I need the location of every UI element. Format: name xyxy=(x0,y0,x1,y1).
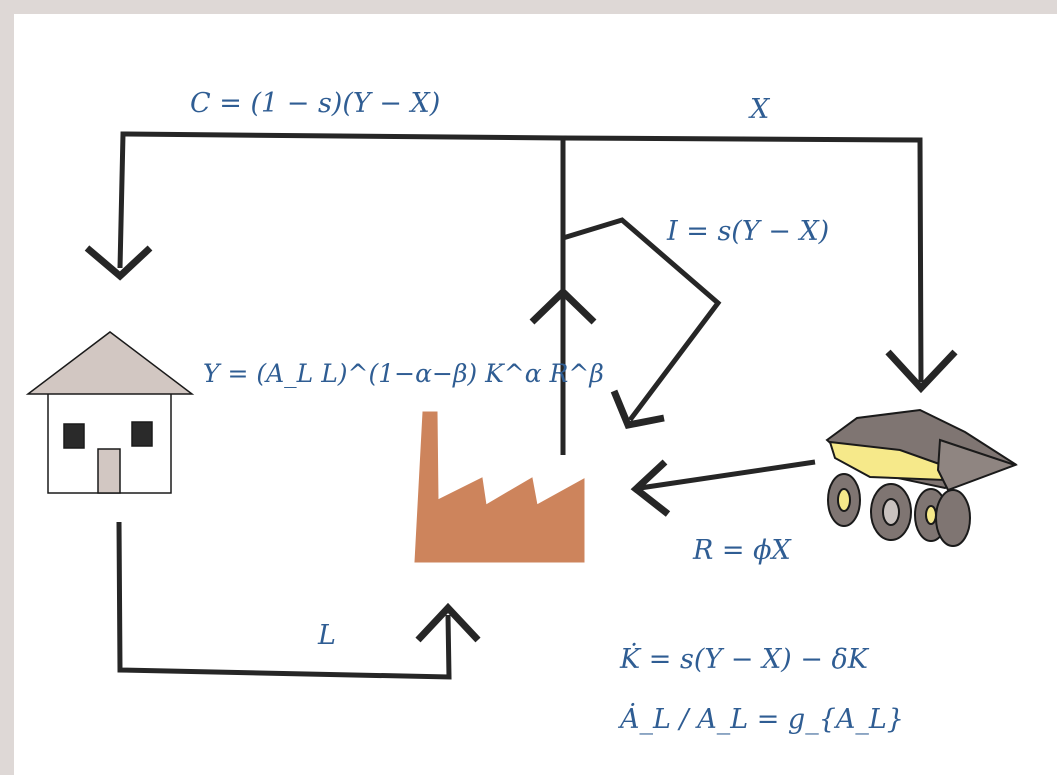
investment-arrowhead xyxy=(610,389,665,429)
labor-label: L xyxy=(318,620,336,651)
extraction-label: X xyxy=(750,94,770,125)
factory-icon xyxy=(414,411,585,563)
labor-arrowhead xyxy=(415,602,481,643)
extraction-arrow xyxy=(562,135,924,383)
production-function-label: Y = (A_L L)^(1−α−β) K^α R^β xyxy=(203,359,604,388)
mining-truck-icon xyxy=(825,408,1019,547)
output-arrowhead xyxy=(529,287,597,325)
resource-arrow xyxy=(639,459,816,491)
consumption-arrowhead xyxy=(84,245,153,281)
capital-accumulation-label: K̇ = s(Y − X) − δK xyxy=(620,644,868,675)
extraction-arrowhead xyxy=(885,349,958,394)
resource-label: R = ϕX xyxy=(693,535,791,566)
tech-growth-label: Ȧ_L / A_L = g_{A_L} xyxy=(620,704,904,735)
house-icon xyxy=(25,331,195,494)
resource-arrowhead xyxy=(630,459,671,517)
labor-arrow xyxy=(116,521,452,680)
investment-arrow xyxy=(562,217,722,422)
consumption-arrow xyxy=(117,131,564,269)
consumption-label: C = (1 − s)(Y − X) xyxy=(190,88,441,119)
investment-label: I = s(Y − X) xyxy=(667,216,830,247)
